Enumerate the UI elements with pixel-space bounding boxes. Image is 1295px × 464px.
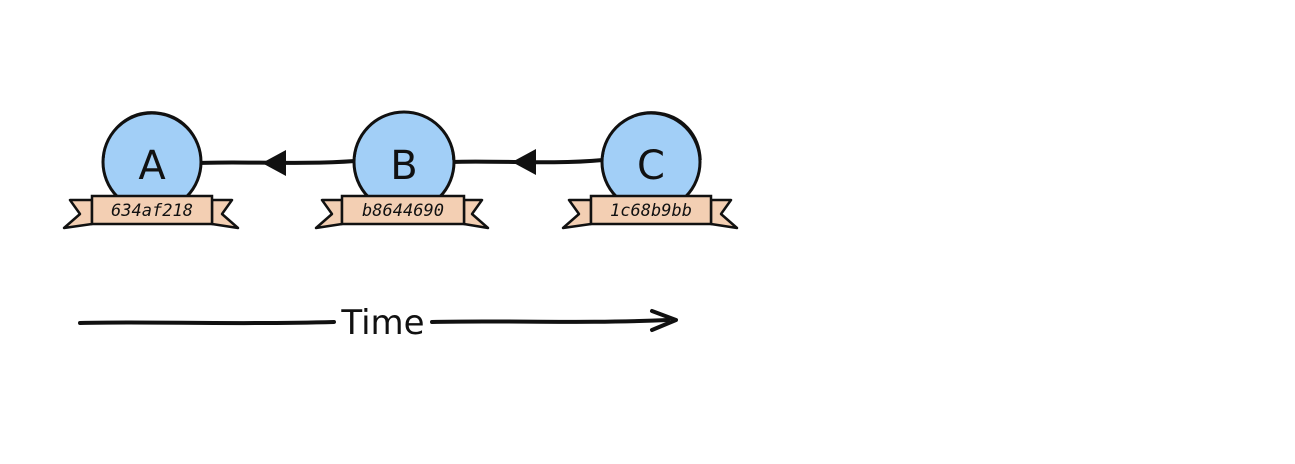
time-label: Time [340, 303, 424, 343]
arrow-right-icon [650, 309, 678, 332]
hash-ribbon-b: b8644690 [314, 194, 490, 230]
commit-label: B [390, 143, 417, 189]
arrowhead-icon [512, 149, 536, 175]
hash-ribbon-c: 1c68b9bb [561, 194, 739, 230]
commit-label: C [637, 143, 665, 189]
parent-link-c-to-b [450, 149, 605, 175]
commit-hash: 1c68b9bb [610, 201, 692, 221]
commit-node-c: C [600, 111, 702, 213]
hash-ribbon-a: 634af218 [62, 194, 240, 230]
commit-hash: 634af218 [111, 201, 193, 221]
time-axis: Time [78, 303, 678, 343]
arrowhead-icon [262, 150, 286, 176]
parent-link-b-to-a [198, 150, 357, 176]
commit-label: A [138, 143, 166, 189]
commit-hash: b8644690 [362, 201, 444, 221]
commit-node-b: B [352, 110, 456, 214]
commit-node-a: A [101, 111, 203, 213]
